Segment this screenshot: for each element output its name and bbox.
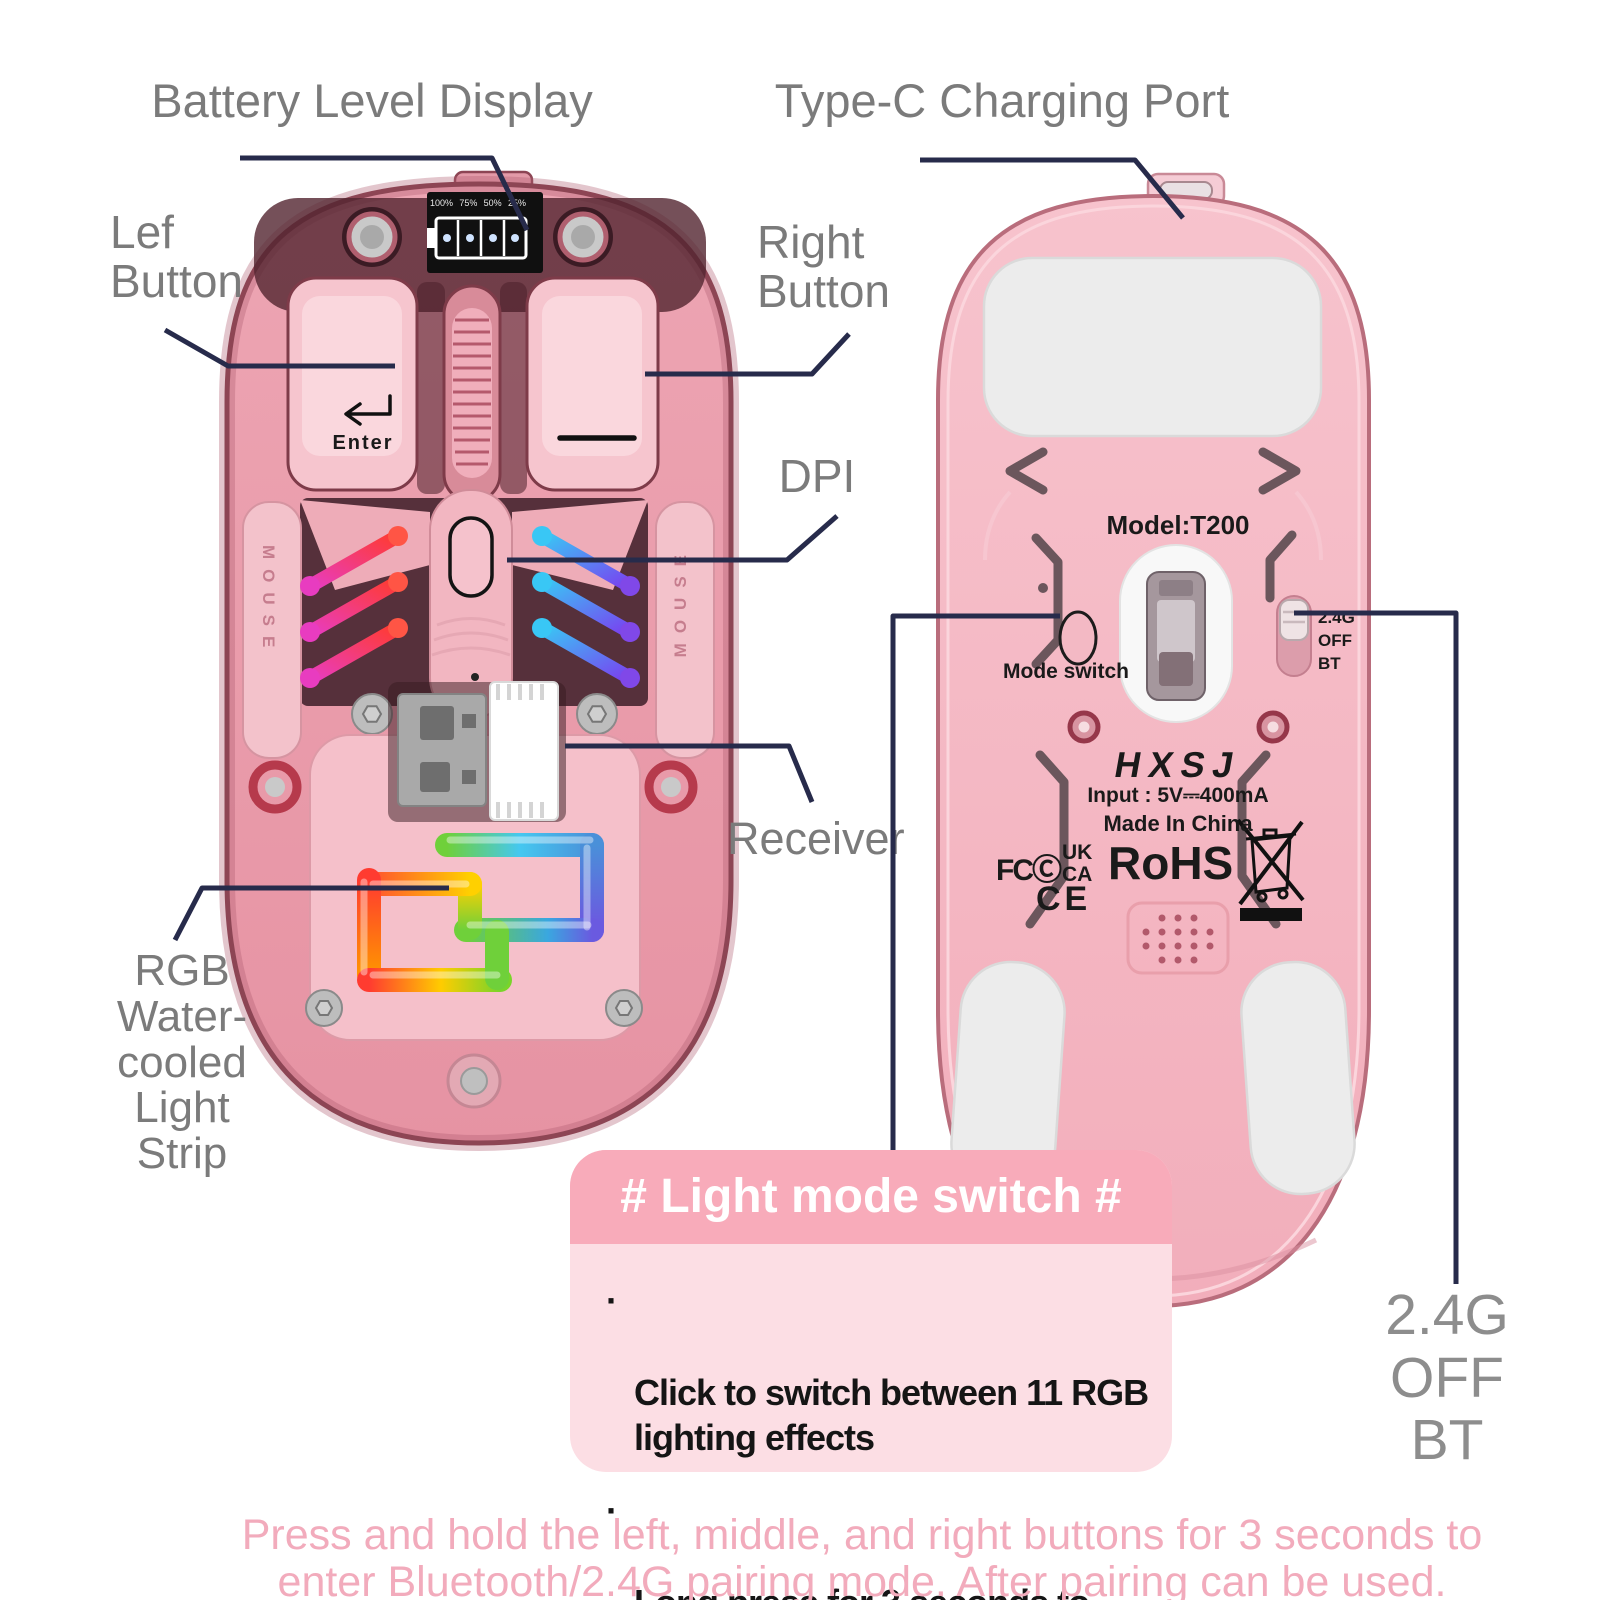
front-top-screw-right	[553, 207, 613, 267]
left-button-label: Lef Button	[110, 206, 243, 308]
rgb-strip-label: RGB Water- cooled Light Strip	[116, 946, 248, 1178]
bullet-item: · Long press for 3 seconds to turn on/of…	[606, 1490, 1160, 1600]
receiver-label: Receiver	[727, 813, 905, 864]
scroll-wheel	[442, 284, 502, 504]
light-mode-switch-bullets: · Click to switch between 11 RGB lightin…	[570, 1244, 1172, 1600]
weee-bin-icon	[1236, 818, 1305, 921]
enter-key-label: Enter	[332, 432, 394, 454]
enter-arrow-icon	[344, 394, 392, 426]
bottom-screw-holes	[1067, 710, 1290, 744]
front-mid-screws	[351, 693, 618, 735]
rgb-tubes-left	[300, 526, 408, 688]
model-number: Model:T200	[1106, 510, 1250, 540]
dpi-button	[448, 516, 494, 598]
wireless-modes-label: 2.4G OFF BT	[1385, 1283, 1509, 1473]
light-mode-switch-title: # Light mode switch #	[570, 1150, 1172, 1244]
glide-pad-top	[982, 256, 1323, 438]
mode-switch-label: Mode switch	[1002, 660, 1130, 683]
front-lower-screws	[305, 673, 643, 1109]
battery-display-label: Battery Level Display	[151, 74, 593, 127]
water-cooling-tube	[357, 833, 604, 992]
bullet-dot: ·	[606, 1490, 618, 1531]
made-in-label: Made In China	[1103, 811, 1253, 836]
battery-percent: 100%	[430, 198, 454, 208]
wireless-mode-switch	[1276, 595, 1312, 677]
mode-switch-button	[1058, 610, 1098, 666]
bullet-text: Click to switch between 11 RGB lighting …	[634, 1372, 1149, 1458]
dpi-label: DPI	[778, 450, 856, 502]
right-button	[525, 276, 660, 492]
front-top-screw-left	[342, 207, 402, 267]
bullet-dot: ·	[606, 1280, 618, 1321]
bullet-text: Long press for 3 seconds to turn on/off …	[634, 1582, 1090, 1600]
slide-switch-labels: 2.4G OFF BT	[1318, 608, 1355, 673]
battery-percent-labels: 100% 75% 50% 25%	[430, 198, 526, 208]
battery-percent: 25%	[507, 198, 526, 208]
right-button-label: Right Button	[757, 216, 890, 318]
left-button	[286, 276, 419, 492]
side-rail-text-left: MOUSE	[259, 545, 278, 658]
ukca-mark: UK CA	[1062, 841, 1093, 886]
battery-percent: 50%	[483, 198, 502, 208]
speaker-holes	[1126, 901, 1230, 975]
central-column	[429, 489, 513, 719]
rohs-mark: RoHS	[1108, 837, 1234, 889]
light-mode-switch-box: # Light mode switch # · Click to switch …	[570, 1150, 1172, 1600]
input-rating: Input : 5V⎓400mA	[1087, 784, 1269, 807]
battery-percent: 75%	[459, 198, 478, 208]
glide-pad-bottom-right	[1240, 960, 1356, 1196]
usb-receiver	[388, 681, 566, 822]
type-c-port-label: Type-C Charging Port	[774, 74, 1230, 127]
brand-logo: HXSJ	[1111, 744, 1245, 785]
optical-sensor	[1119, 544, 1233, 723]
footer-note: Press and hold the left, middle, and rig…	[241, 1511, 1483, 1600]
bottom-mouse	[936, 172, 1371, 1309]
front-mouse	[219, 170, 739, 1152]
bullet-item: · Click to switch between 11 RGB lightin…	[606, 1280, 1160, 1460]
side-rail-text-right: MOUSE	[671, 545, 690, 658]
ce-mark: CE	[1036, 880, 1092, 918]
